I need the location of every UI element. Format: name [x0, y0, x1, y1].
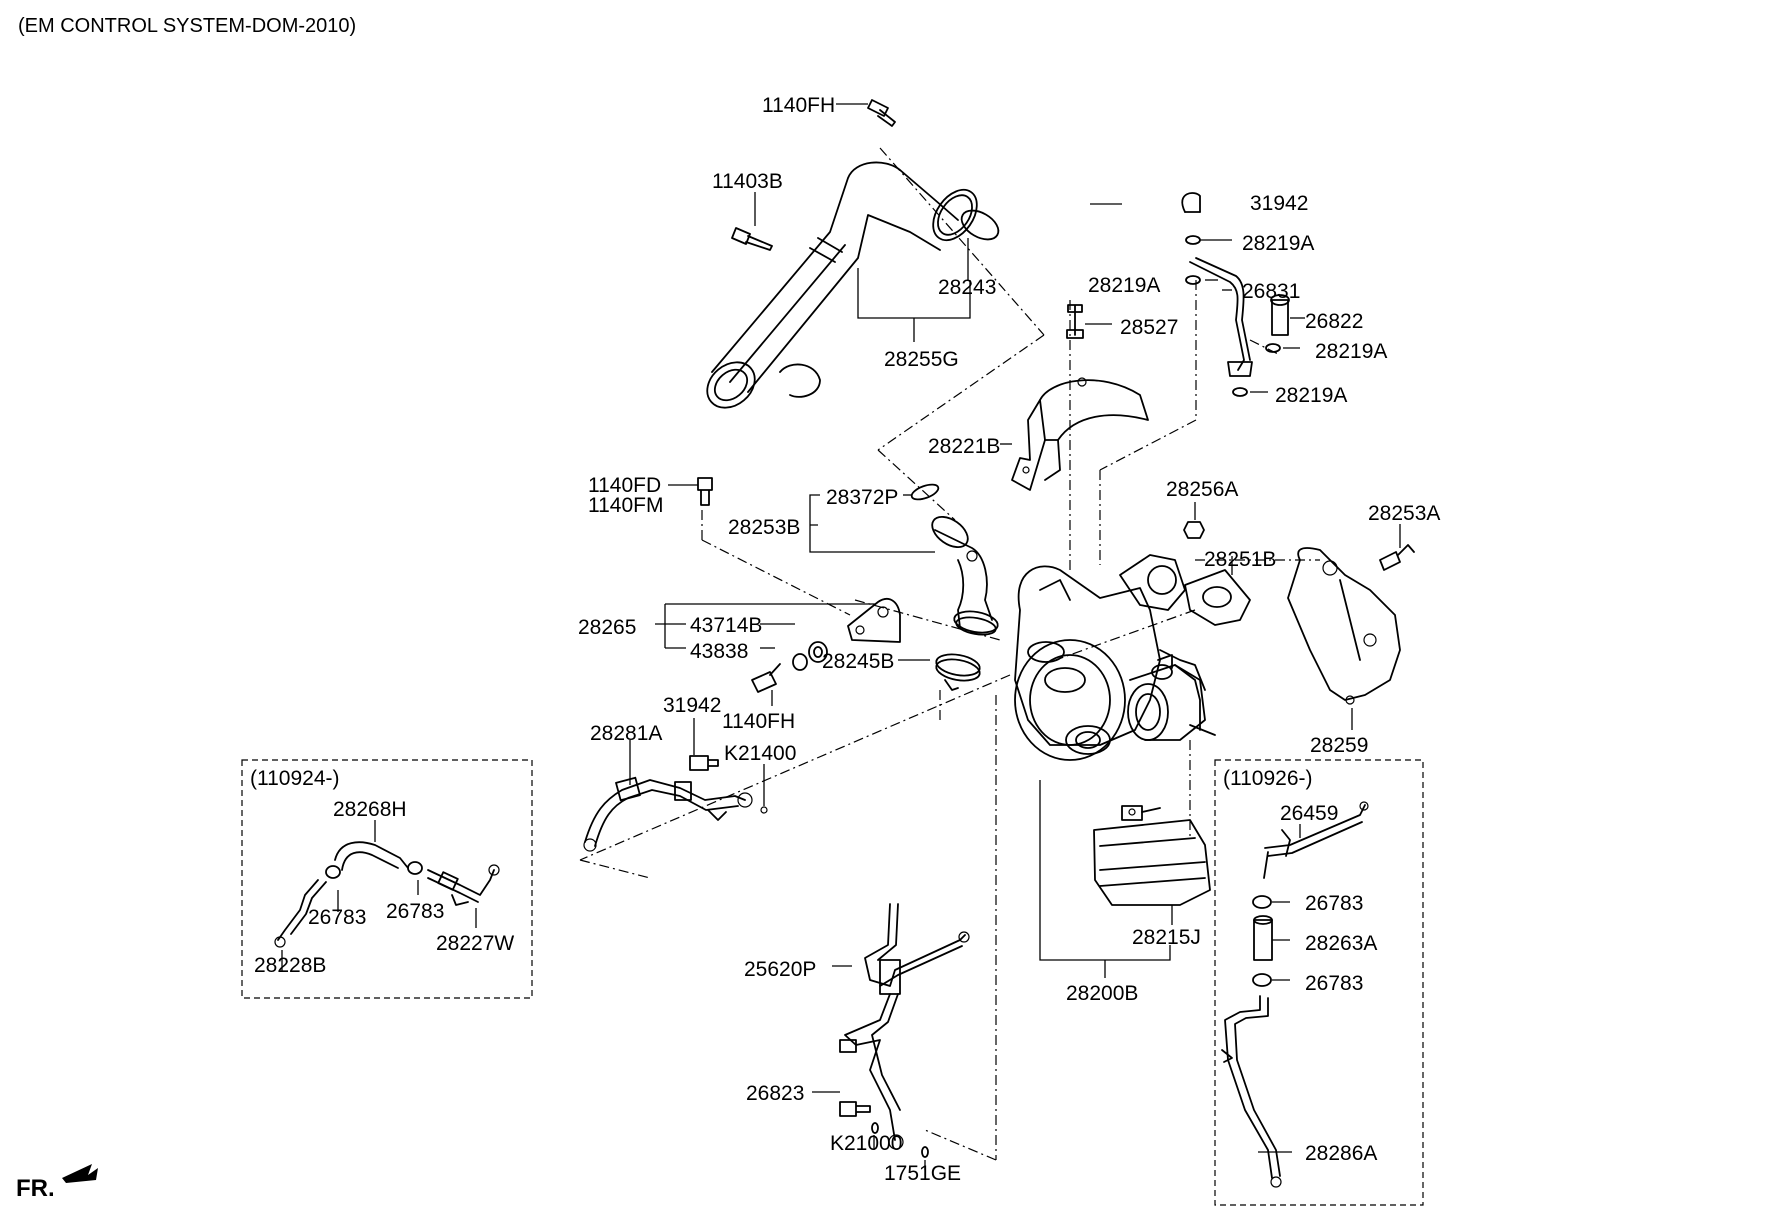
oil-pipe-26831: [1181, 192, 1290, 397]
pipe-28228B: [274, 879, 327, 948]
bolt-icon: [731, 227, 773, 251]
part-label: 26831: [1242, 280, 1300, 303]
part-label: 1140FH: [722, 710, 795, 733]
bolt-icon: [689, 755, 719, 771]
part-label: 1140FH: [762, 94, 835, 117]
gasket-28251B: [1184, 569, 1251, 626]
part-label: 28372P: [826, 486, 898, 509]
part-label: 26822: [1305, 310, 1363, 333]
part-label: 1140FD: [588, 474, 661, 497]
pipe-25620P: [839, 903, 970, 1150]
pipe-28227W: [427, 864, 500, 906]
part-label: 28286A: [1305, 1142, 1377, 1165]
part-label: 31942: [663, 694, 721, 717]
right-revision-box: [1214, 759, 1424, 1206]
bolt-icon: [839, 1101, 871, 1117]
clamp-icon: [325, 861, 423, 879]
bolt-icon: [1066, 304, 1084, 339]
bracket-28259: [1287, 547, 1401, 705]
actuator-28215J: [1093, 805, 1211, 906]
part-label: 11403B: [712, 170, 783, 193]
part-label: 43838: [690, 640, 748, 663]
part-label: 28243: [938, 276, 996, 299]
part-label: 28221B: [928, 435, 1000, 458]
part-label: 28219A: [1088, 274, 1160, 297]
part-label: 28228B: [254, 954, 326, 977]
part-label: K21000: [830, 1132, 902, 1155]
part-label: 28251B: [1204, 548, 1276, 571]
part-label: 26823: [746, 1082, 804, 1105]
washer-K21000: [871, 1122, 879, 1134]
washer-1751GE: [921, 1146, 929, 1158]
part-label: 28215J: [1132, 926, 1201, 949]
part-label: 28219A: [1275, 384, 1347, 407]
part-label: 28255G: [884, 348, 959, 371]
part-label: 28219A: [1315, 340, 1387, 363]
part-label: 28259: [1310, 734, 1368, 757]
bolt-icon: [697, 477, 713, 506]
part-label: 28219A: [1242, 232, 1314, 255]
part-label: 28281A: [590, 722, 662, 745]
part-label: 28200B: [1066, 982, 1138, 1005]
left-revision-label: (110924-): [250, 767, 340, 790]
left-revision-box: [241, 759, 533, 999]
part-label: 28263A: [1305, 932, 1377, 955]
part-label: 28265: [578, 616, 636, 639]
intake-pipe-28255G: [706, 161, 1000, 409]
part-label: 25620P: [744, 958, 816, 981]
front-arrow-icon: [62, 1164, 98, 1183]
bolt-icon: [867, 99, 896, 127]
turbocharger-28200B: [1014, 554, 1216, 761]
part-label: 26783: [386, 900, 444, 923]
part-label: 28253A: [1368, 502, 1440, 525]
part-label: 28253B: [728, 516, 800, 539]
part-labels: 1140FH 11403B 28243 28255G 31942 28219A …: [254, 94, 1440, 1185]
part-label: 26783: [1305, 972, 1363, 995]
pipe-28253B: [910, 483, 999, 636]
part-label: 43714B: [690, 614, 762, 637]
nut-28256A: [1183, 521, 1205, 539]
pipe-28286A: [1221, 995, 1282, 1188]
part-label: K21400: [724, 742, 796, 765]
pipe-28281A: [583, 776, 768, 852]
part-label: 28268H: [333, 798, 407, 821]
part-label: 28245B: [822, 650, 894, 673]
diagram-title: (EM CONTROL SYSTEM-DOM-2010): [18, 15, 356, 37]
part-label: 26459: [1280, 802, 1338, 825]
part-label: 1140FM: [588, 494, 663, 517]
part-label: 28256A: [1166, 478, 1238, 501]
part-label: 28227W: [436, 932, 514, 955]
hose-28268H: [334, 841, 409, 871]
bolt-icon: [1379, 544, 1415, 571]
clamp-28245B: [935, 653, 981, 691]
bolt-icon: [751, 663, 781, 693]
hose-28263A: [1253, 915, 1273, 961]
pipe-26459: [1263, 801, 1369, 879]
front-direction-label: FR.: [16, 1175, 55, 1202]
leader-lines: [281, 103, 1401, 1170]
part-label: 31942: [1250, 192, 1308, 215]
part-label: 26783: [1305, 892, 1363, 915]
part-label: 1751GE: [884, 1162, 961, 1185]
part-label: 28527: [1120, 316, 1178, 339]
right-revision-label: (110926-): [1223, 767, 1313, 790]
clamp-icon: [1252, 895, 1272, 987]
bracket-28265: [792, 598, 901, 671]
heat-shield-28221B: [1011, 377, 1149, 491]
part-label: 26783: [308, 906, 366, 929]
